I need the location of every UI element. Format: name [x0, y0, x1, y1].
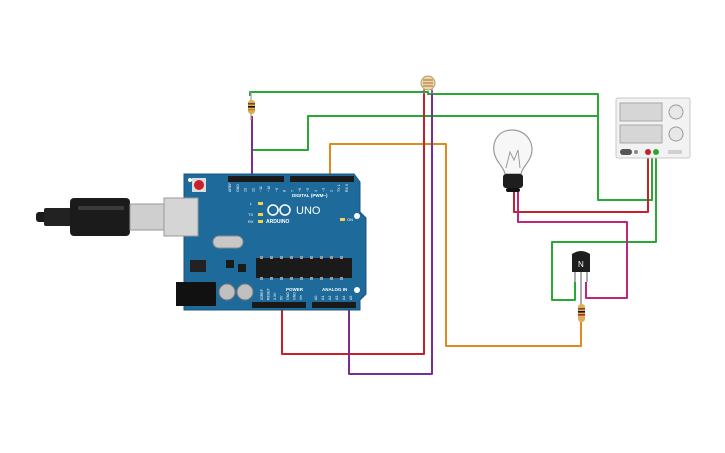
pin-label: ~6 [298, 188, 302, 192]
reset-button[interactable] [194, 180, 204, 190]
pin-label: GND [286, 292, 290, 300]
pin-label: A2 [328, 296, 332, 300]
wire-green-transistor[interactable] [551, 152, 657, 301]
pin-label: IOREF [260, 288, 264, 300]
wires [249, 90, 657, 375]
pin-label: A0 [314, 296, 318, 300]
base-resistor-icon[interactable] [578, 304, 585, 322]
tx-led-label: TX [248, 212, 253, 217]
analog-header[interactable] [312, 302, 356, 308]
pin-label: A4 [342, 296, 346, 300]
pin-label: 2 [329, 190, 333, 192]
wire-magenta[interactable] [517, 192, 628, 299]
pin-label: ~5 [306, 188, 310, 192]
resistor-icon[interactable] [248, 92, 255, 120]
npn-transistor-icon[interactable]: N [572, 251, 590, 304]
usb-cable-icon[interactable] [36, 198, 167, 236]
supply-positive-terminal[interactable] [645, 149, 651, 155]
pin-label: A1 [321, 296, 325, 300]
pin-label: AREF [228, 182, 232, 192]
photoresistor-icon[interactable] [420, 75, 436, 94]
light-bulb-icon[interactable] [493, 129, 533, 192]
pin-label: RESET [267, 287, 271, 300]
wire-orange[interactable] [329, 143, 582, 347]
wire-red-supply[interactable] [513, 152, 649, 213]
power-supply-icon[interactable] [615, 97, 691, 159]
digital-label: DIGITAL (PWM~) [292, 193, 328, 198]
arduino-uno-board[interactable]: UNO ARDUINO DIGITAL (PWM~) POWER ANALOG … [163, 173, 367, 311]
digital-header-right[interactable] [290, 176, 354, 182]
pin-label: 13 [244, 188, 248, 192]
board-logo-text: ARDUINO [266, 219, 289, 225]
digital-header-left[interactable] [228, 176, 284, 182]
pin-label: 4 [314, 190, 318, 192]
pin-label: ~10 [267, 186, 271, 192]
arduino-logo-icon [267, 204, 291, 216]
pin-label: A3 [335, 296, 339, 300]
board-model-label: UNO [296, 205, 321, 217]
pin-label: GND [293, 292, 297, 300]
pin-label: A5 [349, 296, 353, 300]
pin-label: ~11 [259, 186, 263, 192]
rx-led-label: RX [248, 219, 254, 224]
supply-negative-terminal[interactable] [653, 149, 659, 155]
pin-label: TX 1 [337, 184, 341, 192]
pin-label: 12 [251, 188, 255, 192]
wire-purple-analog[interactable] [348, 90, 433, 375]
analog-label: ANALOG IN [322, 287, 347, 292]
power-header[interactable] [252, 302, 306, 308]
pin-label: GND [236, 184, 240, 192]
pin-label: RX 0 [345, 184, 349, 192]
pin-label: 5V [280, 295, 284, 300]
transistor-label: N [578, 260, 584, 269]
pin-label: 8 [283, 190, 287, 192]
pin-label: ~3 [322, 188, 326, 192]
pin-label: ~9 [275, 188, 279, 192]
pin-label: 7 [290, 190, 294, 192]
wire-green-top[interactable] [249, 91, 653, 201]
pin-label: Vin [299, 295, 303, 300]
on-label: ON [347, 217, 353, 222]
l-led-label: L [250, 201, 253, 206]
power-label: POWER [286, 287, 304, 292]
wire-red-power[interactable] [281, 90, 425, 355]
power-switch[interactable] [620, 149, 632, 155]
pin-label: 3.3V [273, 292, 277, 300]
